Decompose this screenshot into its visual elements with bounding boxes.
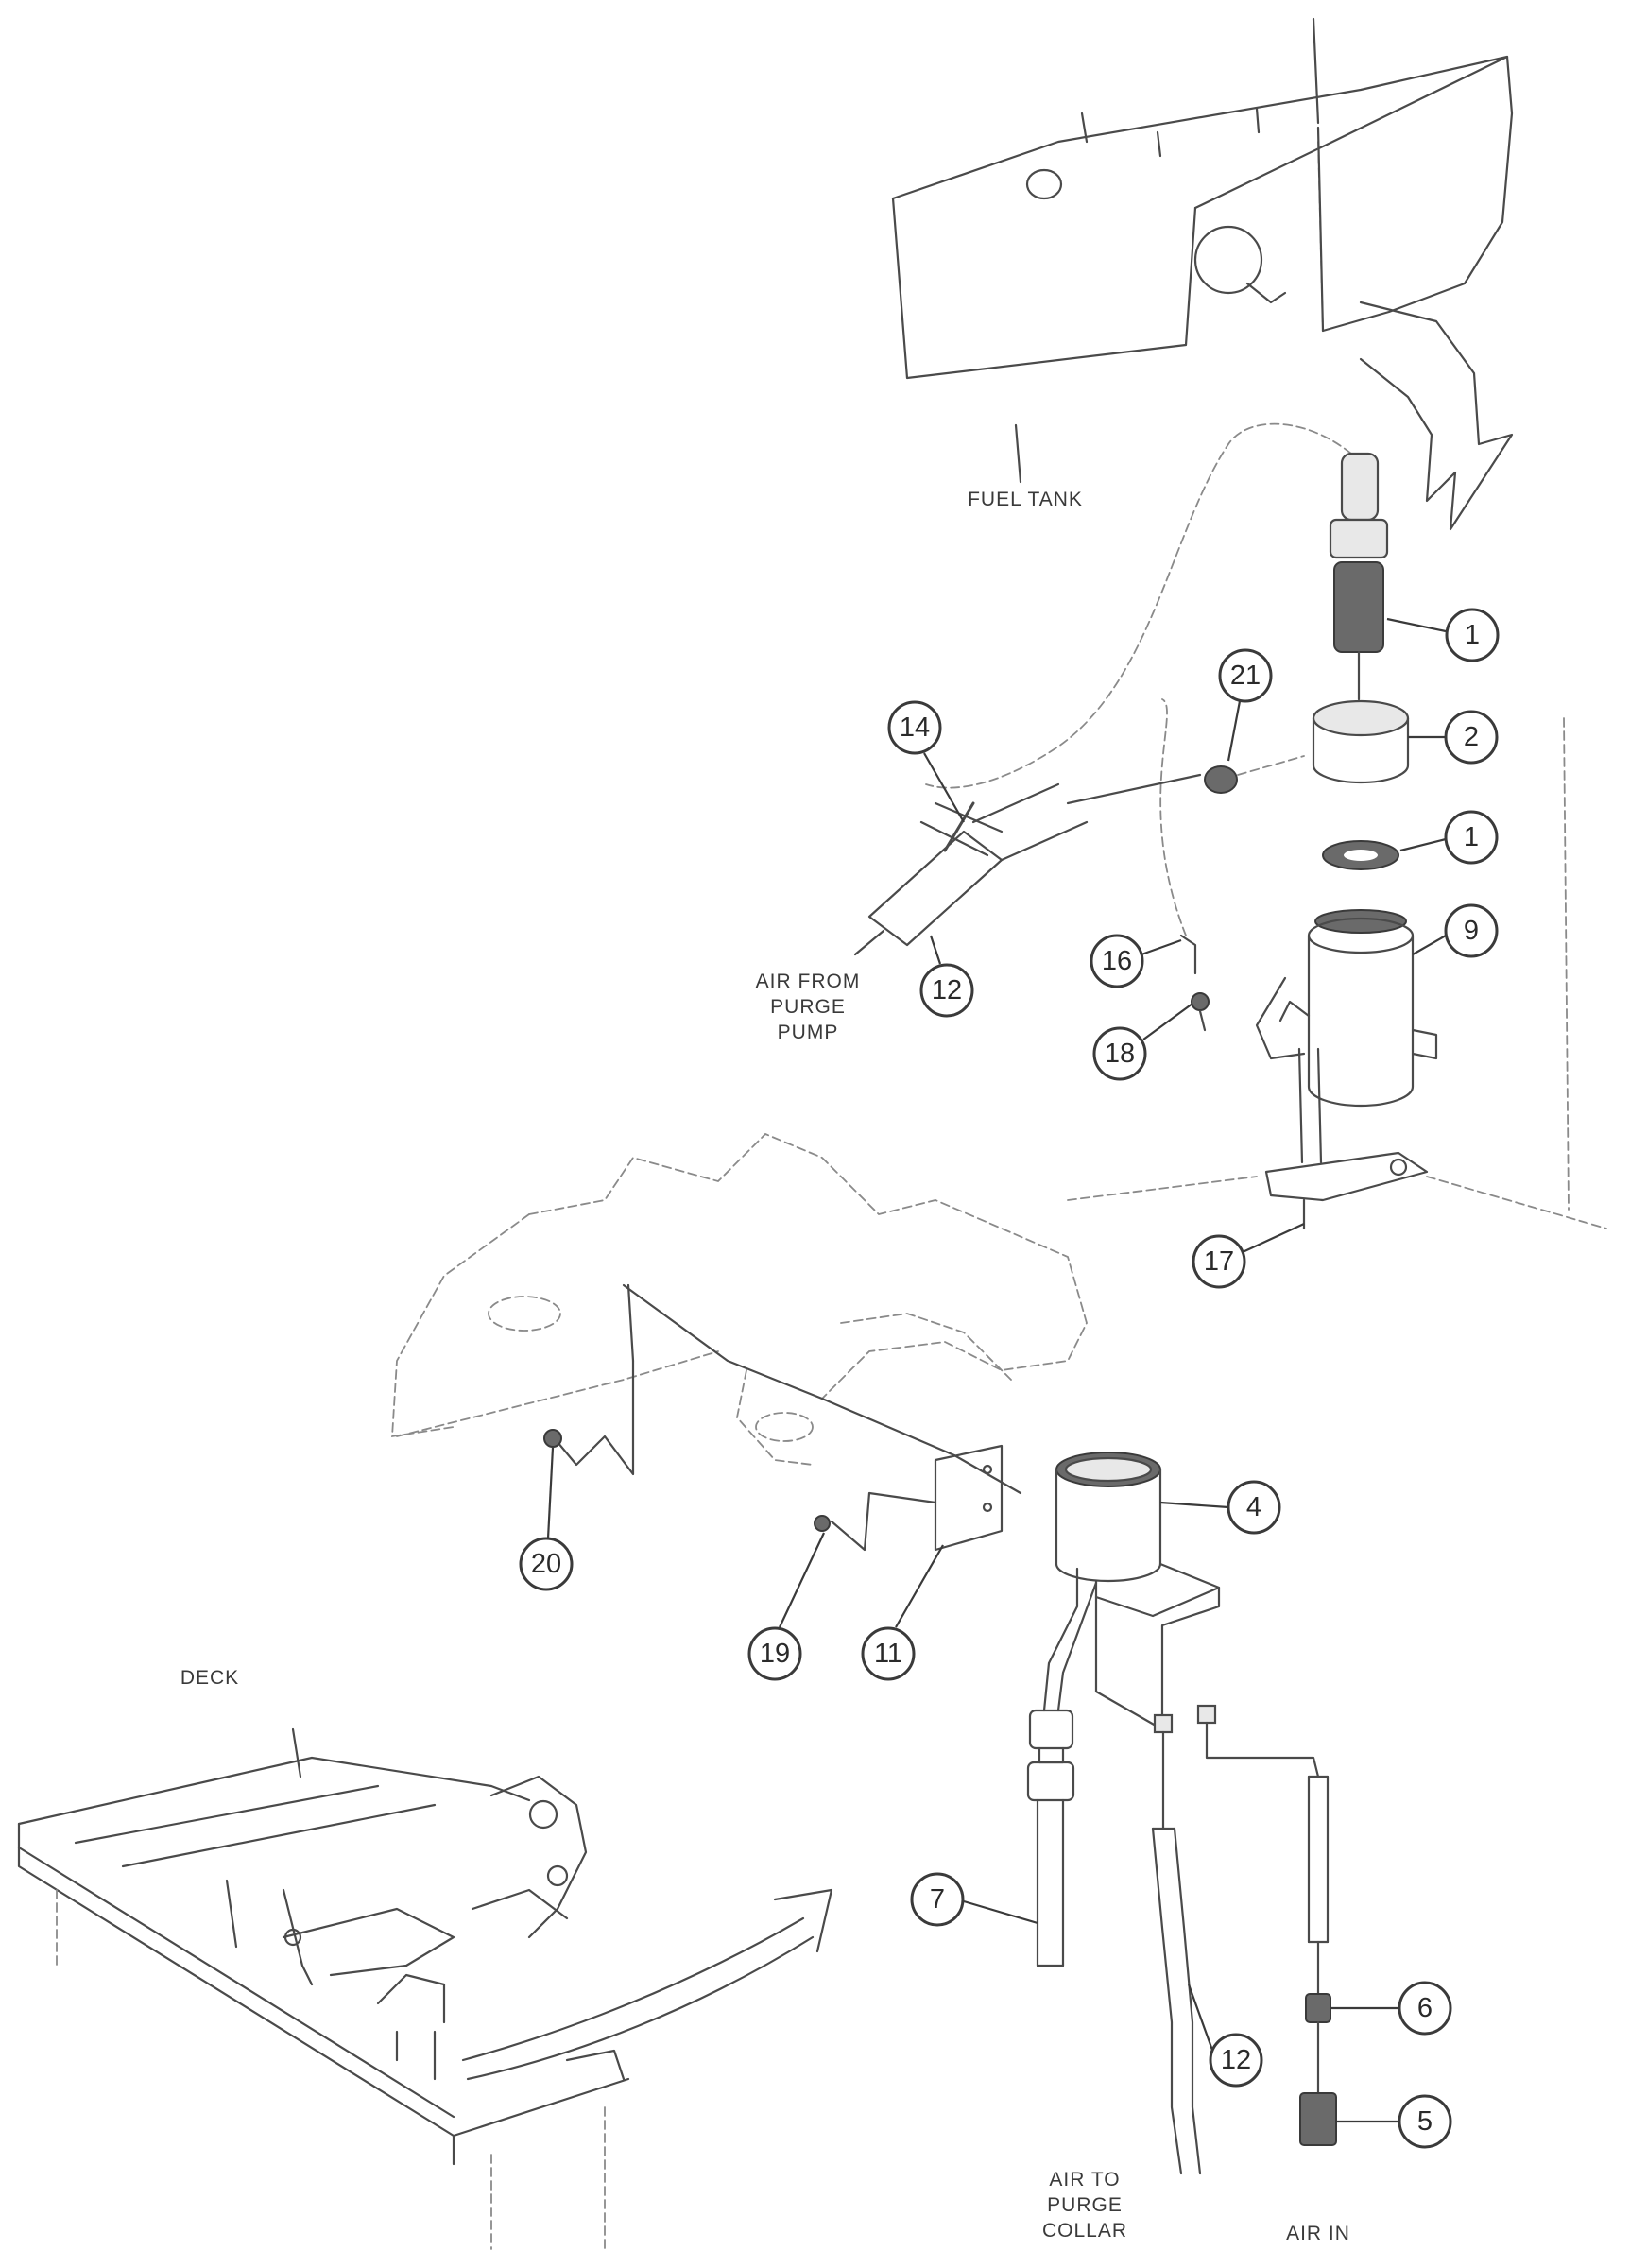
svg-text:21: 21 [1230, 661, 1261, 691]
air-to-purge-collar-label-line1: AIR TO [1049, 2169, 1120, 2191]
callout-21: 21 [1218, 648, 1273, 762]
svg-text:14: 14 [900, 713, 930, 743]
air-from-purge-pump-label-line1: AIR FROM [756, 971, 861, 992]
svg-text:19: 19 [760, 1639, 790, 1669]
svg-text:6: 6 [1417, 1993, 1433, 2023]
svg-text:9: 9 [1464, 916, 1479, 946]
callout-17: 17 [1192, 1223, 1305, 1289]
air-to-purge-collar-label-line2: PURGE [1047, 2194, 1123, 2216]
callout-6: 6 [1330, 1981, 1452, 2036]
svg-text:7: 7 [930, 1884, 945, 1915]
svg-text:2: 2 [1464, 722, 1479, 752]
callout-1-top: 1 [1386, 608, 1500, 662]
svg-text:17: 17 [1204, 1246, 1234, 1277]
callout-19: 19 [747, 1532, 825, 1681]
svg-text:5: 5 [1417, 2106, 1433, 2137]
callout-18: 18 [1092, 1003, 1193, 1081]
svg-text:12: 12 [1221, 2045, 1251, 2075]
mount-bracket-drawing [391, 1132, 1088, 1552]
callout-14: 14 [887, 700, 965, 823]
purge-pump-drawing [1026, 1452, 1337, 2175]
callout-7: 7 [910, 1872, 1038, 1927]
callout-11: 11 [861, 1544, 944, 1681]
air-to-purge-collar-label-line3: COLLAR [1042, 2220, 1127, 2242]
svg-text:18: 18 [1105, 1039, 1135, 1069]
air-from-purge-pump-label-line2: PURGE [770, 996, 846, 1018]
svg-text:20: 20 [531, 1549, 561, 1579]
callout-4: 4 [1159, 1480, 1281, 1535]
svg-text:1: 1 [1464, 822, 1479, 852]
svg-text:4: 4 [1246, 1492, 1261, 1522]
callout-16: 16 [1090, 934, 1182, 988]
svg-text:1: 1 [1465, 620, 1480, 650]
callout-1-washer: 1 [1399, 810, 1499, 865]
purge-pump-hose [853, 773, 1202, 956]
callout-9: 9 [1412, 903, 1499, 958]
svg-text:11: 11 [874, 1639, 902, 1669]
fuel-tank-label: FUEL TANK [968, 489, 1083, 510]
fuel-tank-drawing [891, 17, 1514, 531]
deck-label: DECK [180, 1667, 239, 1689]
callout-12-top: 12 [919, 935, 974, 1018]
callout-20: 20 [519, 1447, 574, 1591]
air-in-label: AIR IN [1286, 2223, 1350, 2244]
callout-5: 5 [1336, 2094, 1452, 2149]
callout-12-bottom: 12 [1187, 1984, 1263, 2088]
deck-drawing [17, 1727, 833, 2250]
callout-2: 2 [1408, 710, 1499, 765]
air-from-purge-pump-label-line3: PUMP [778, 1022, 839, 1043]
svg-text:12: 12 [932, 975, 962, 1005]
svg-text:16: 16 [1102, 946, 1132, 976]
fuel-line-and-filter-assembly [925, 422, 1607, 1230]
